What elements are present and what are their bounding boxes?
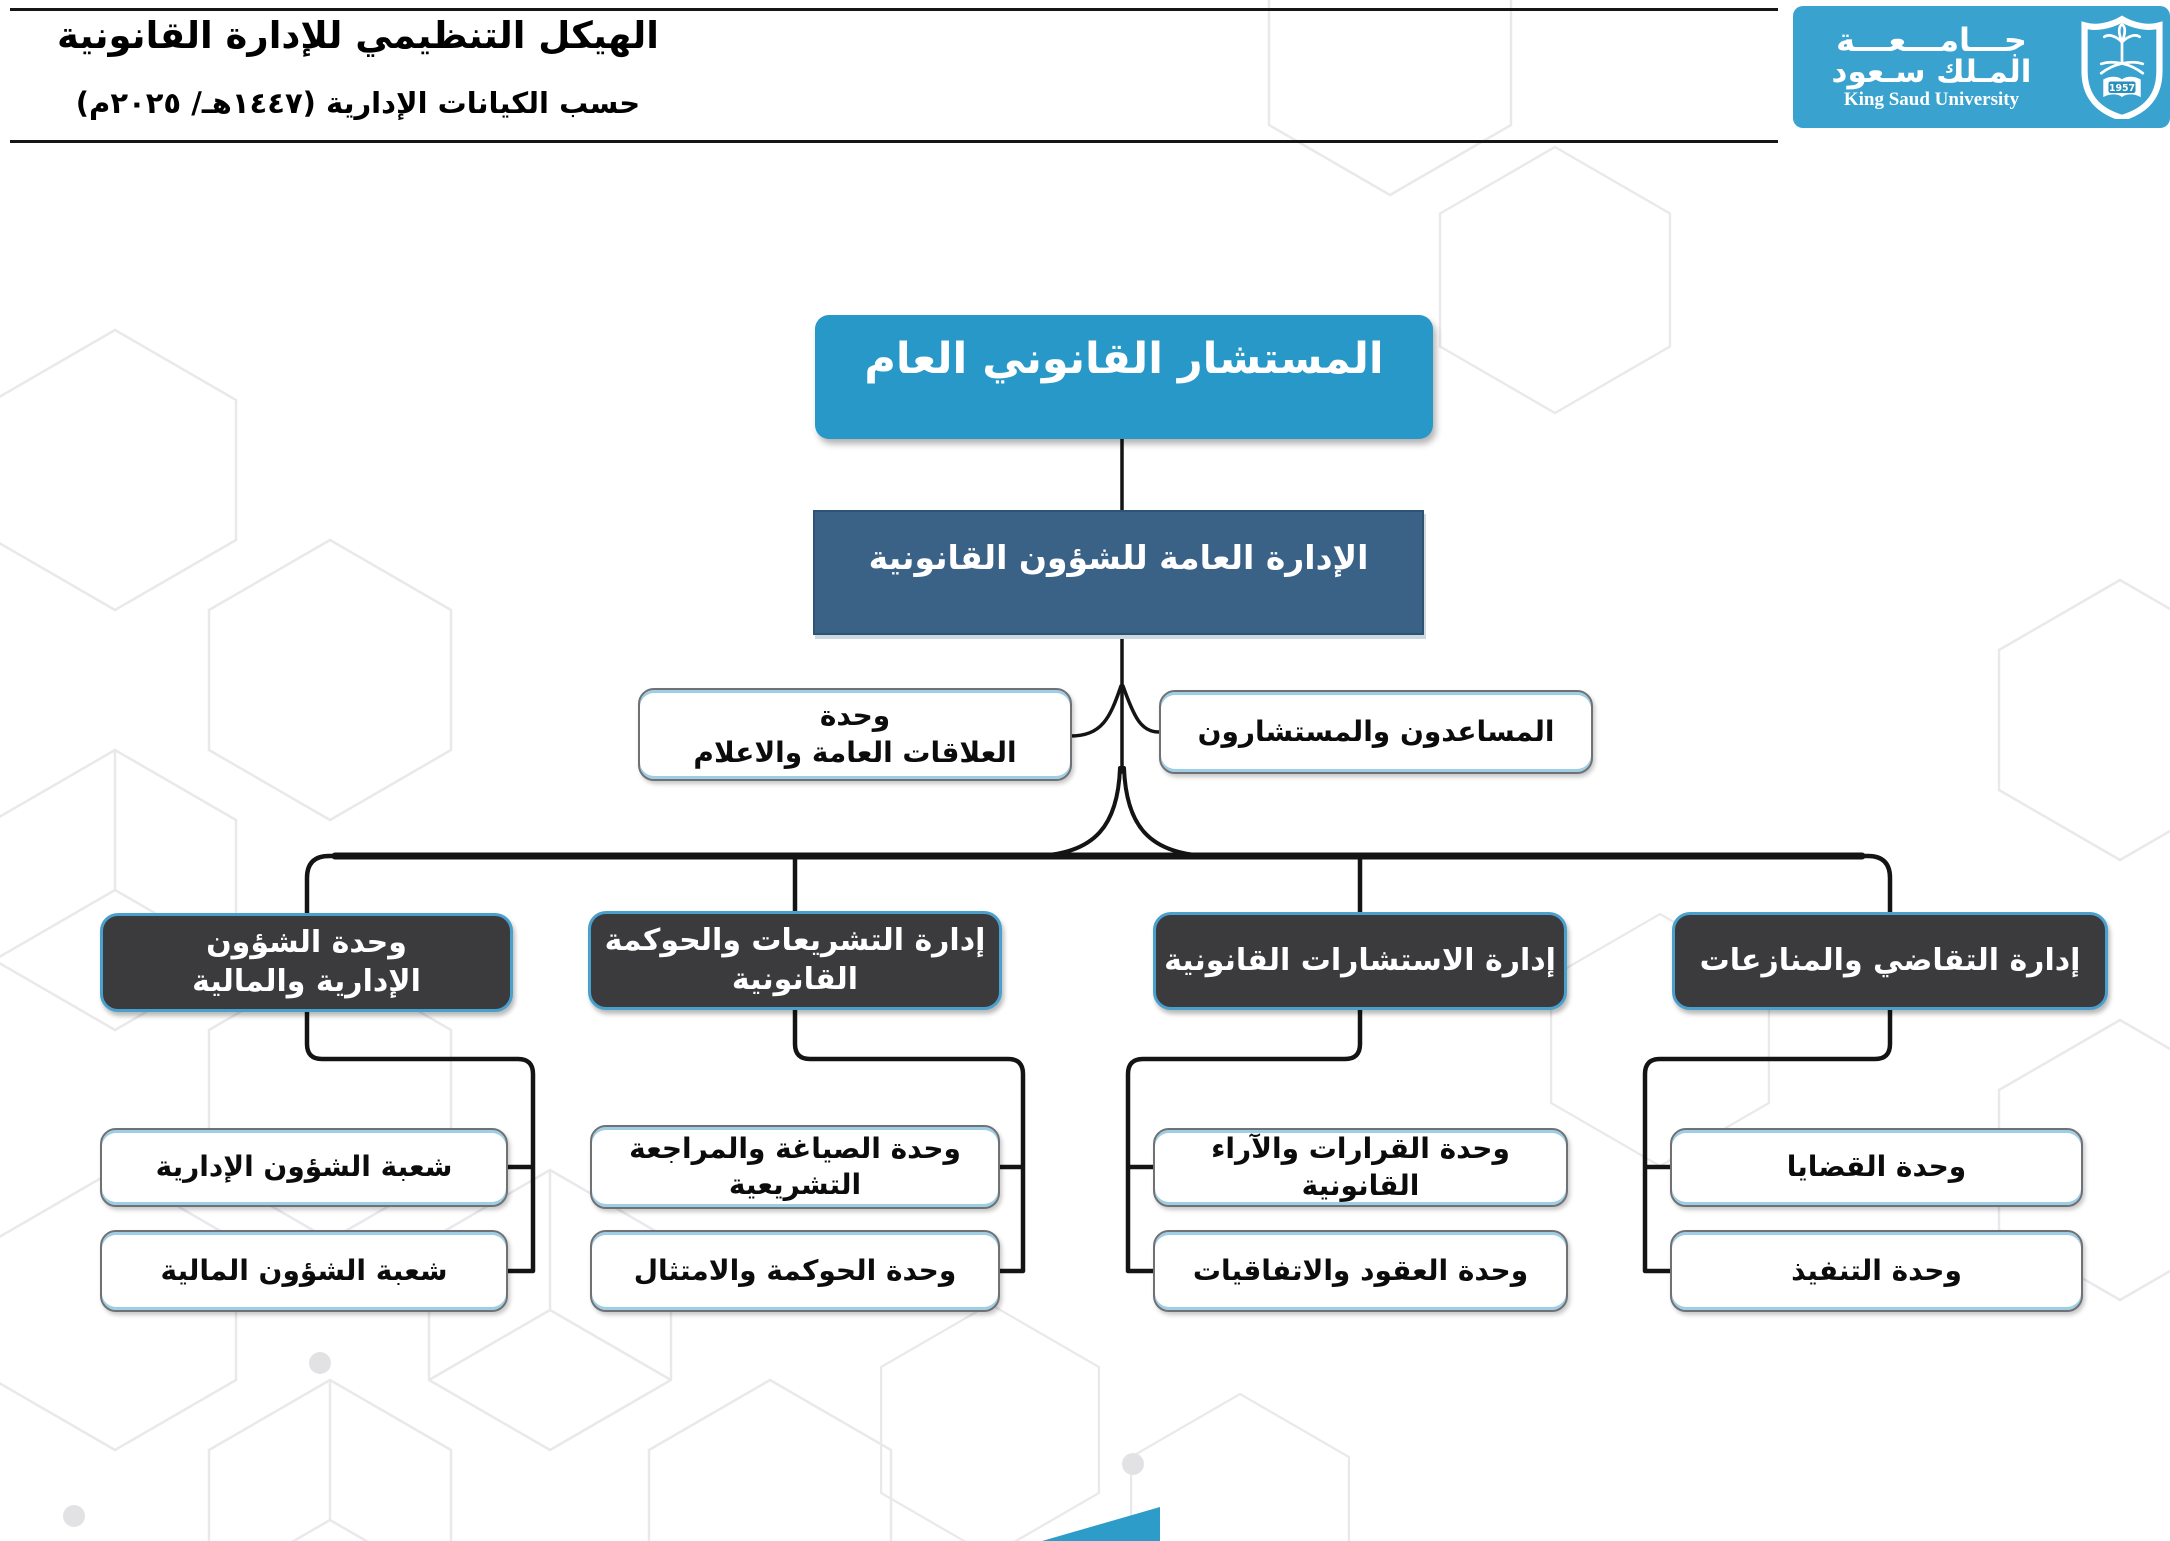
child-label: وحدة الحوكمة والامتثال: [633, 1253, 957, 1287]
child-label: وحدة العقود والاتفاقيات: [1192, 1253, 1529, 1287]
org-root-label: المستشار القانوني العام: [864, 334, 1384, 385]
staff-unit-label-line2: العلاقات العامة والاعلام: [693, 735, 1017, 769]
ksu-logo-text: جـــامـــعـــة المـلك سـعود King Saud Un…: [1793, 24, 2074, 110]
ksu-arabic-name-line1: جـــامـــعـــة: [1836, 21, 2027, 60]
dept-label-line2: القانونية: [731, 961, 859, 997]
staff-unit-label-line1: وحدة: [819, 699, 891, 733]
staff-unit-label: المساعدون والمستشارون: [1197, 714, 1555, 748]
child-box-decisions-legal-opinions-unit: وحدة القرارات والآراء القانونية: [1153, 1128, 1568, 1207]
staff-unit-box-assistants-advisors: المساعدون والمستشارون: [1159, 690, 1593, 774]
child-label: وحدة القرارات والآراء القانونية: [1211, 1132, 1510, 1202]
dept-box-litigation-disputes: إدارة التقاضي والمنازعات: [1672, 912, 2108, 1010]
dept-box-legislation-governance: إدارة التشريعات والحوكمة القانونية: [588, 911, 1002, 1010]
ksu-logo: جـــامـــعـــة المـلك سـعود King Saud Un…: [1793, 6, 2170, 128]
org-root-box: المستشار القانوني العام: [815, 315, 1433, 439]
dept-box-admin-financial-affairs: وحدة الشؤون الإدارية والمالية: [100, 913, 513, 1012]
header-top-rule: [10, 8, 1778, 11]
ksu-arabic-name-line2: المـلك سـعود: [1831, 53, 2032, 90]
ksu-shield-icon: 1957: [2074, 11, 2170, 123]
child-box-governance-compliance-unit: وحدة الحوكمة والامتثال: [590, 1230, 1000, 1312]
child-label: وحدة القضايا: [1786, 1150, 1967, 1184]
child-label: شعبة الشؤون الإدارية: [155, 1150, 453, 1184]
staff-unit-box-public-relations: وحدة العلاقات العامة والاعلام: [638, 688, 1072, 781]
dept-label: إدارة التقاضي والمنازعات: [1699, 942, 2081, 978]
dept-label-line2: الإدارية والمالية: [192, 963, 421, 999]
child-box-financial-affairs-division: شعبة الشؤون المالية: [100, 1230, 508, 1312]
bottom-blue-triangle-decoration: [1042, 1507, 1160, 1541]
child-box-enforcement-unit: وحدة التنفيذ: [1670, 1230, 2083, 1312]
child-box-contracts-agreements-unit: وحدة العقود والاتفاقيات: [1153, 1230, 1568, 1312]
child-label: شعبة الشؤون المالية: [160, 1253, 448, 1287]
page-subtitle: حسب الكيانات الإدارية (١٤٤٧هـ/ ٢٠٢٥م): [75, 86, 641, 120]
header-bottom-rule: [10, 140, 1778, 143]
ksu-english-name: King Saud University: [1843, 89, 2020, 111]
child-box-cases-unit: وحدة القضايا: [1670, 1128, 2083, 1207]
dept-label: إدارة الاستشارات القانونية: [1164, 942, 1556, 978]
org-general-admin-label: الإدارة العامة للشؤون القانونية: [868, 538, 1369, 577]
org-general-admin-box: الإدارة العامة للشؤون القانونية: [813, 510, 1424, 635]
dept-label-line1: إدارة التشريعات والحوكمة: [604, 923, 986, 959]
child-box-administrative-affairs-division: شعبة الشؤون الإدارية: [100, 1128, 508, 1207]
page-title: الهيكل التنظيمي للإدارة القانونية: [57, 14, 659, 57]
dept-label-line1: وحدة الشؤون: [206, 925, 407, 961]
child-box-drafting-legislative-review-unit: وحدة الصياغة والمراجعة التشريعية: [590, 1125, 1000, 1209]
child-label-line2: التشريعية: [728, 1168, 862, 1201]
dept-box-legal-consultations: إدارة الاستشارات القانونية: [1153, 912, 1567, 1010]
child-label: وحدة التنفيذ: [1791, 1253, 1962, 1287]
ksu-founding-year: 1957: [2109, 83, 2135, 94]
child-label-line1: وحدة الصياغة والمراجعة: [629, 1131, 961, 1165]
